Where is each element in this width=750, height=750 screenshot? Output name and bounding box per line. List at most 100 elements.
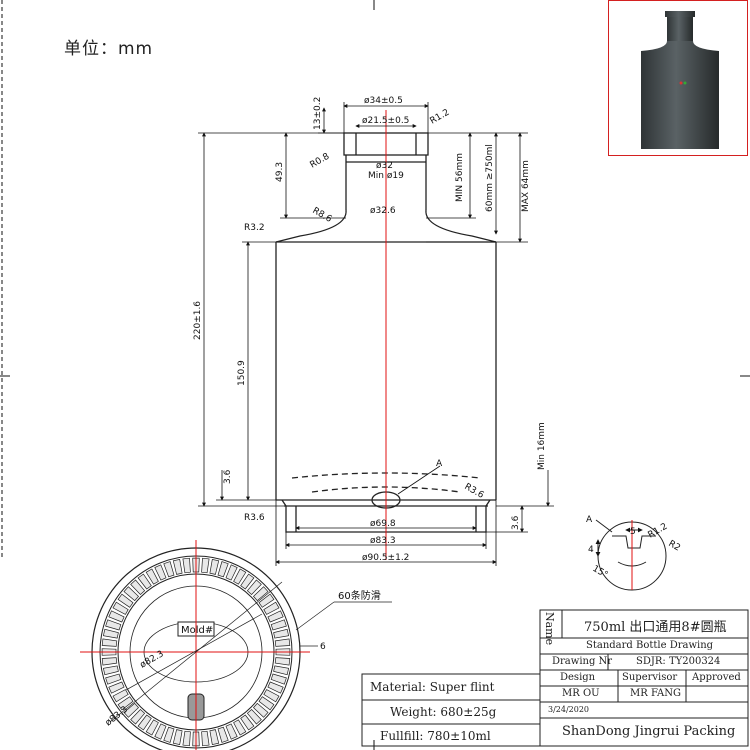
tb-fullfill: Fullfill: 780±10ml [380,729,491,743]
tb-product-name: 750ml 出口通用8#圆瓶 [584,620,727,635]
knurl-rib [240,714,255,731]
knurl-rib [209,558,220,575]
dim-base-diameter-2: ø83.3 [370,536,396,546]
knurl-rib [145,568,159,585]
knurl-rib [112,689,129,703]
detail-a-r1: R1.2 [647,522,670,541]
knurl-rib [258,593,275,608]
dim-min-thickness: Min 16mm [537,422,547,470]
bottom-outer-diameter: ø83.3 [104,705,130,729]
knurl-rib [225,723,238,740]
tb-name-label: Name [543,612,556,646]
knurl-rib [163,726,175,743]
dim-neck-radius: R0.8 [309,152,332,171]
knurl-rib [130,579,146,595]
knurl-rib [225,564,238,581]
knurl-rib [182,730,191,747]
dim-heel-radius: R3.6 [244,513,265,523]
knurl-rib [105,619,122,631]
knurl-rib [258,696,275,711]
detail-a-width: 5 [630,527,636,537]
knurl-rib [201,557,210,574]
knurl-rib [130,709,146,725]
dim-top-diameter: ø34±0.5 [364,96,403,106]
tb-weight: Weight: 680±25g [390,705,497,719]
knurl-rib [246,579,262,595]
knurl-rib [137,573,152,590]
knurl-rib [123,586,139,602]
bottle-3d-render [608,0,748,156]
dim-shoulder-radius: R3.2 [244,223,265,233]
dim-min-fill: MIN 56mm [455,153,465,202]
knurl-rib [217,561,229,578]
dim-total-height: 220±1.6 [193,301,203,340]
dim-lip-radius: R1.2 [429,108,452,127]
knurl-rib [263,601,280,615]
knurl-rib [117,696,134,711]
knurl-rib [270,673,287,685]
tb-approved-label: Approved [692,672,741,683]
dim-base-height: 3.6 [223,469,233,484]
knurl-rib [154,564,167,581]
knurl-rib [182,557,191,574]
dimension-lines [198,102,554,566]
dim-base-diameter-1: ø69.8 [370,519,396,529]
knurl-rib [123,702,139,718]
knurl-rib [101,657,118,666]
tb-company: ShanDong Jingrui Packing [562,724,736,739]
knurl-rib [263,689,280,703]
knurl-rib [273,665,290,676]
tb-supervisor: MR FANG [630,688,681,699]
dim-bore-diameter: ø21.5±0.5 [362,116,409,126]
knurl-rib [274,638,291,647]
knurl-rib [253,702,269,718]
tb-drawing-type: Standard Bottle Drawing [586,640,714,651]
knurl-rib [117,593,134,608]
knurl-rib [267,681,284,694]
knurl-rib [145,719,159,736]
tb-drawing-nr-label: Drawing Nr [552,656,613,667]
knurl-rib [163,561,175,578]
knurl-rib [233,568,247,585]
tb-material: Material: Super flint [370,680,495,694]
detail-a-view [595,519,667,591]
tb-designer: MR OU [562,688,600,699]
knurl-rib [273,628,290,639]
title-block-frame [361,609,749,747]
dim-max-fill: MAX 64mm [521,160,531,212]
tb-date: 3/24/2020 [548,705,590,714]
knurl-rib [274,657,291,666]
knurl-ring [101,557,291,747]
dim-body-diameter: ø90.5±1.2 [362,553,409,563]
mold-label: Mold# [181,625,213,636]
knurl-rib [270,619,287,631]
knurl-rib [108,610,125,623]
knurl-rib [240,573,255,590]
knurl-rib [267,610,284,623]
knurl-rib [172,729,183,746]
tb-design-label: Design [560,672,596,683]
detail-a-r2: R2 [667,539,682,554]
knurl-rib [102,628,119,639]
knurl-rib [209,729,220,746]
dim-shoulder-top-radius: R8.6 [311,206,334,225]
knurl-rib [246,709,262,725]
dim-body-height: 150.9 [237,360,247,386]
bottom-view: Mold# ø82.3 ø83.3 60条防滑 6 [80,540,392,750]
knurl-rib [102,665,119,676]
detail-a-height: 4 [588,545,594,555]
knurl-rib [137,714,152,731]
knurl-rib [253,586,269,602]
detail-marker-a: A [436,459,443,469]
knurl-rib [201,730,210,747]
detail-a-label: A [586,515,593,525]
tb-supervisor-label: Supervisor [622,672,678,683]
knurl-rib [217,726,229,743]
knurl-depth: 6 [320,642,326,652]
knurl-rib [172,558,183,575]
knurl-label: 60条防滑 [338,589,381,602]
knurl-rib [105,673,122,685]
dim-lip-height: 13±0.2 [313,97,323,130]
